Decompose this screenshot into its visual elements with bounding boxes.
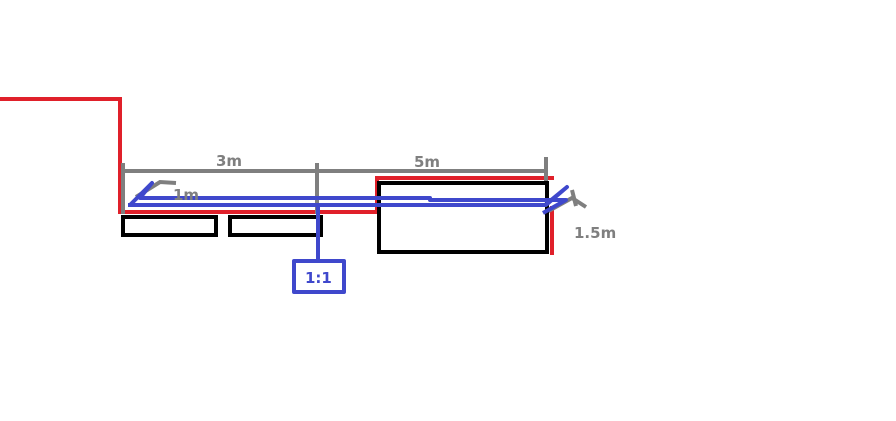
dimension-1-5m-tick — [570, 189, 578, 207]
blue-route-lower — [128, 185, 569, 207]
black-blocks — [121, 181, 549, 254]
scale-label: 1:1 — [305, 269, 332, 287]
block-small-left — [121, 215, 218, 237]
dimension-label-3m: 3m — [216, 152, 242, 170]
scale-box — [292, 259, 346, 294]
dimension-label-1-5m: 1.5m — [574, 224, 616, 242]
red-wall-line — [0, 97, 554, 214]
blue-route-upper — [128, 181, 568, 215]
block-large-right — [377, 181, 549, 254]
blue-route — [128, 181, 569, 294]
block-small-middle — [228, 215, 323, 237]
dimension-label-5m: 5m — [414, 153, 440, 171]
red-outline — [0, 97, 554, 255]
dimension-label-1m: 1m — [173, 186, 199, 204]
